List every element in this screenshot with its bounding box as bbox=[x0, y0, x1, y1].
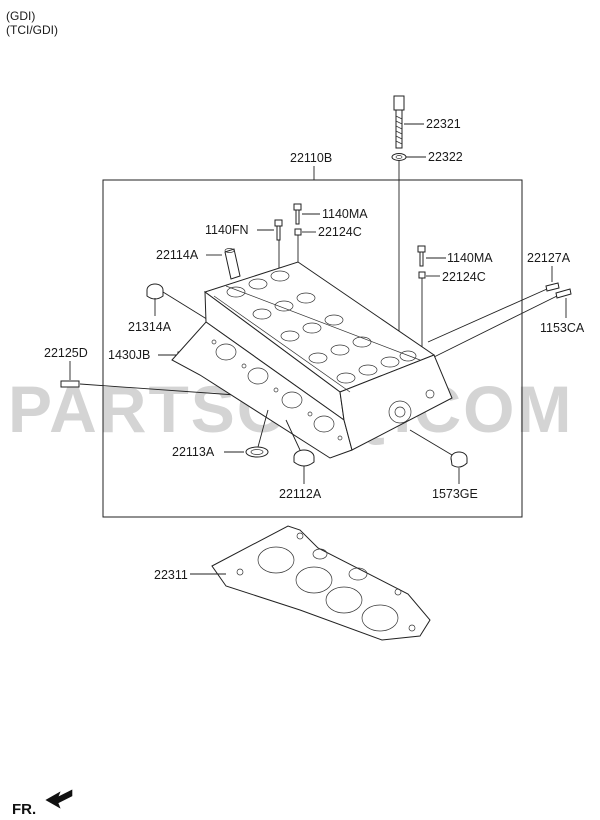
callout-22113A: 22113A bbox=[172, 445, 215, 459]
cap-22124c-right[interactable] bbox=[418, 271, 426, 279]
head-bolt[interactable] bbox=[393, 95, 405, 149]
cap-22124c-left[interactable] bbox=[294, 228, 302, 236]
callout-1153CA: 1153CA bbox=[540, 321, 585, 335]
callout-1573GE: 1573GE bbox=[432, 487, 478, 501]
front-arrow-icon bbox=[45, 789, 73, 809]
callout-22114A: 22114A bbox=[156, 248, 199, 262]
callout-21314A: 21314A bbox=[128, 320, 172, 334]
seal-1573ge[interactable] bbox=[450, 451, 468, 468]
callout-22125D: 22125D bbox=[44, 346, 88, 360]
callout-22110B: 22110B bbox=[290, 151, 332, 165]
stud-22125d[interactable] bbox=[60, 380, 80, 388]
screw-1140ma-right[interactable] bbox=[417, 245, 426, 267]
screw-1140ma-left[interactable] bbox=[293, 203, 302, 225]
callout-1140FN: 1140FN bbox=[205, 223, 249, 237]
bolt-washer[interactable] bbox=[391, 153, 407, 161]
plug-22112a[interactable] bbox=[293, 449, 315, 467]
guide-22114a[interactable] bbox=[224, 248, 241, 280]
callout-22124C-right: 22124C bbox=[442, 270, 486, 284]
plug-21314a[interactable] bbox=[146, 283, 164, 300]
callout-22322: 22322 bbox=[428, 150, 463, 164]
callout-22127A: 22127A bbox=[527, 251, 571, 265]
callout-1430JB: 1430JB bbox=[108, 348, 150, 362]
head-gasket[interactable] bbox=[211, 525, 431, 641]
callout-22124C-left: 22124C bbox=[318, 225, 362, 239]
screw-1140fn[interactable] bbox=[274, 219, 283, 241]
stud-1153ca[interactable] bbox=[555, 288, 572, 299]
callout-22321: 22321 bbox=[426, 117, 461, 131]
assembly-frame bbox=[102, 179, 523, 518]
callout-1140MA-right: 1140MA bbox=[447, 251, 493, 265]
variant-gdi-label: (GDI) bbox=[6, 9, 35, 23]
stud-22127a[interactable] bbox=[545, 282, 560, 292]
variant-tci-gdi-label: (TCI/GDI) bbox=[6, 23, 58, 37]
seal-22113a[interactable] bbox=[245, 446, 269, 458]
callout-22112A: 22112A bbox=[279, 487, 322, 501]
callout-22311: 22311 bbox=[154, 568, 188, 582]
callout-1140MA-left: 1140MA bbox=[322, 207, 368, 221]
front-direction-label: FR. bbox=[12, 801, 36, 818]
cylinder-head[interactable] bbox=[171, 261, 453, 459]
